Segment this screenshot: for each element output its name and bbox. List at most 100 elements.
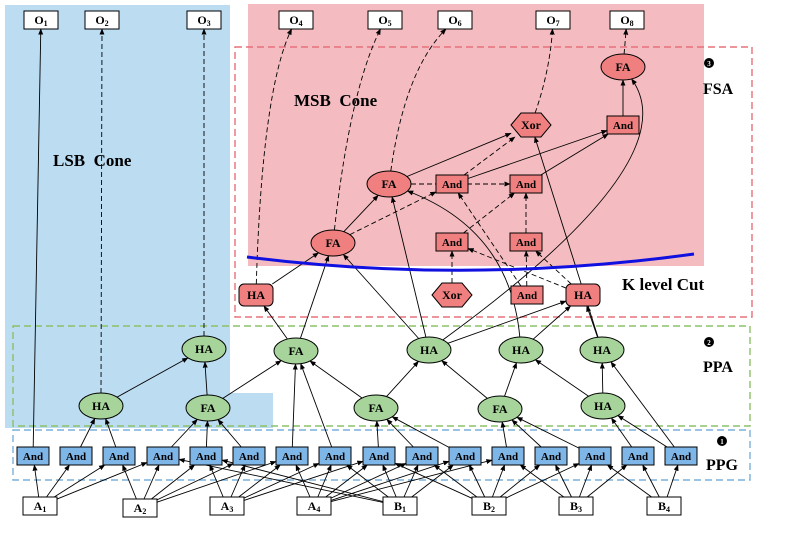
node-label: And: [442, 179, 462, 191]
output-node: O5: [367, 10, 403, 30]
edge-wire: [463, 136, 516, 176]
input-node: B1: [382, 496, 418, 516]
ppa-ha-gate: HA: [406, 336, 452, 364]
ppg-and-gate: And: [102, 446, 136, 466]
node-label: FA: [381, 177, 396, 191]
node-label: And: [455, 451, 475, 463]
edge-wire: [391, 416, 450, 448]
stage-number-badge: [717, 436, 727, 446]
regions: [5, 4, 753, 481]
ppg-and-gate: And: [275, 446, 309, 466]
edge-wire: [433, 464, 478, 498]
node-label: And: [325, 451, 345, 463]
edge-wire: [333, 28, 381, 231]
edge-wire: [56, 462, 148, 500]
fsa-and-gate: And: [435, 232, 469, 252]
ppa-fa-gate: FA: [353, 394, 399, 422]
lsb-cone-label: LSB Cone: [53, 151, 132, 170]
edge-wire: [586, 305, 599, 338]
edge-wire: [346, 464, 389, 498]
ppa-ha-gate: HA: [579, 336, 625, 364]
edge-wire: [617, 415, 668, 448]
edge-wire: [151, 464, 196, 500]
stage-number-badge: [704, 337, 714, 347]
edge-wire: [343, 194, 379, 233]
edge-wire: [202, 361, 208, 396]
output-node: O3: [186, 10, 222, 30]
ppg-stage-border: [12, 429, 751, 481]
stage-number: 1: [720, 438, 724, 446]
edges: [32, 28, 679, 503]
node-label: And: [23, 451, 43, 463]
edge-wire: [230, 464, 246, 498]
stage-number-badge: [704, 58, 714, 68]
ppg-and-gate: And: [405, 446, 439, 466]
ppg-and-gate: And: [362, 446, 396, 466]
fsa-xor-gate: Xor: [510, 112, 552, 138]
input-node: A3: [209, 496, 245, 516]
edge-wire: [32, 464, 40, 498]
edge-wire: [540, 133, 609, 176]
node-label: HA: [512, 343, 530, 357]
edge-wire: [116, 357, 189, 398]
edge-wire: [511, 419, 542, 448]
edge-wire: [586, 464, 628, 498]
input-node: B4: [646, 496, 682, 516]
edge-wire: [411, 464, 454, 498]
edge-wire: [272, 252, 320, 285]
ppg-and-gate: And: [534, 446, 568, 466]
edge-wire: [330, 462, 407, 499]
edge-wire: [463, 192, 515, 234]
edge-wire: [317, 464, 332, 498]
edge-wire: [105, 418, 117, 448]
node-label: And: [541, 451, 561, 463]
ppa-fa-gate: FA: [185, 394, 231, 422]
ppa-ha-gate: HA: [78, 392, 124, 420]
edge-wire: [300, 363, 333, 448]
node-label: HA: [195, 342, 213, 356]
node-label: FA: [615, 60, 630, 74]
output-node: O1: [23, 10, 59, 30]
stage-ppg: 1 PPG: [706, 436, 739, 474]
output-node: O2: [84, 10, 120, 30]
edge-wire: [299, 255, 330, 339]
edge-wire: [171, 418, 198, 448]
stage-name: FSA: [703, 81, 734, 98]
edge-wire: [534, 28, 555, 114]
edge-wire: [46, 464, 70, 498]
edge-wire: [386, 360, 419, 397]
node-label: And: [239, 451, 259, 463]
ppa-ha-gate: HA: [498, 336, 544, 364]
ppg-and-gate: And: [189, 446, 223, 466]
edge-wire: [156, 463, 234, 501]
node-label: FA: [200, 401, 215, 415]
k-level-cut-line: [246, 252, 695, 272]
ppa-stage-border: [12, 325, 751, 427]
fsa-fa-gate: FA: [600, 53, 646, 81]
node-label: And: [516, 237, 536, 249]
fsa-fa-gate: FA: [366, 170, 412, 198]
edge-wire: [217, 419, 242, 448]
ppg-and-gate: And: [491, 446, 525, 466]
output-node: O8: [609, 10, 645, 30]
input-node: B2: [471, 496, 507, 516]
node-label: And: [282, 451, 302, 463]
edge-wire: [122, 464, 137, 500]
output-node: O4: [278, 10, 314, 30]
edge-wire: [642, 464, 660, 498]
node-label: HA: [247, 288, 265, 302]
edge-wire: [491, 464, 506, 498]
edge-wire: [500, 421, 507, 448]
stage-name: PPG: [706, 457, 739, 474]
node-label: And: [628, 451, 648, 463]
edge-wire: [309, 360, 363, 399]
edge-wire: [447, 300, 567, 344]
node-label: HA: [574, 288, 592, 302]
fsa-ha-gate: HA: [238, 283, 274, 307]
node-label: And: [109, 451, 129, 463]
edge-wire: [611, 417, 633, 448]
edge-wire: [441, 360, 488, 399]
node-label: And: [442, 237, 462, 249]
